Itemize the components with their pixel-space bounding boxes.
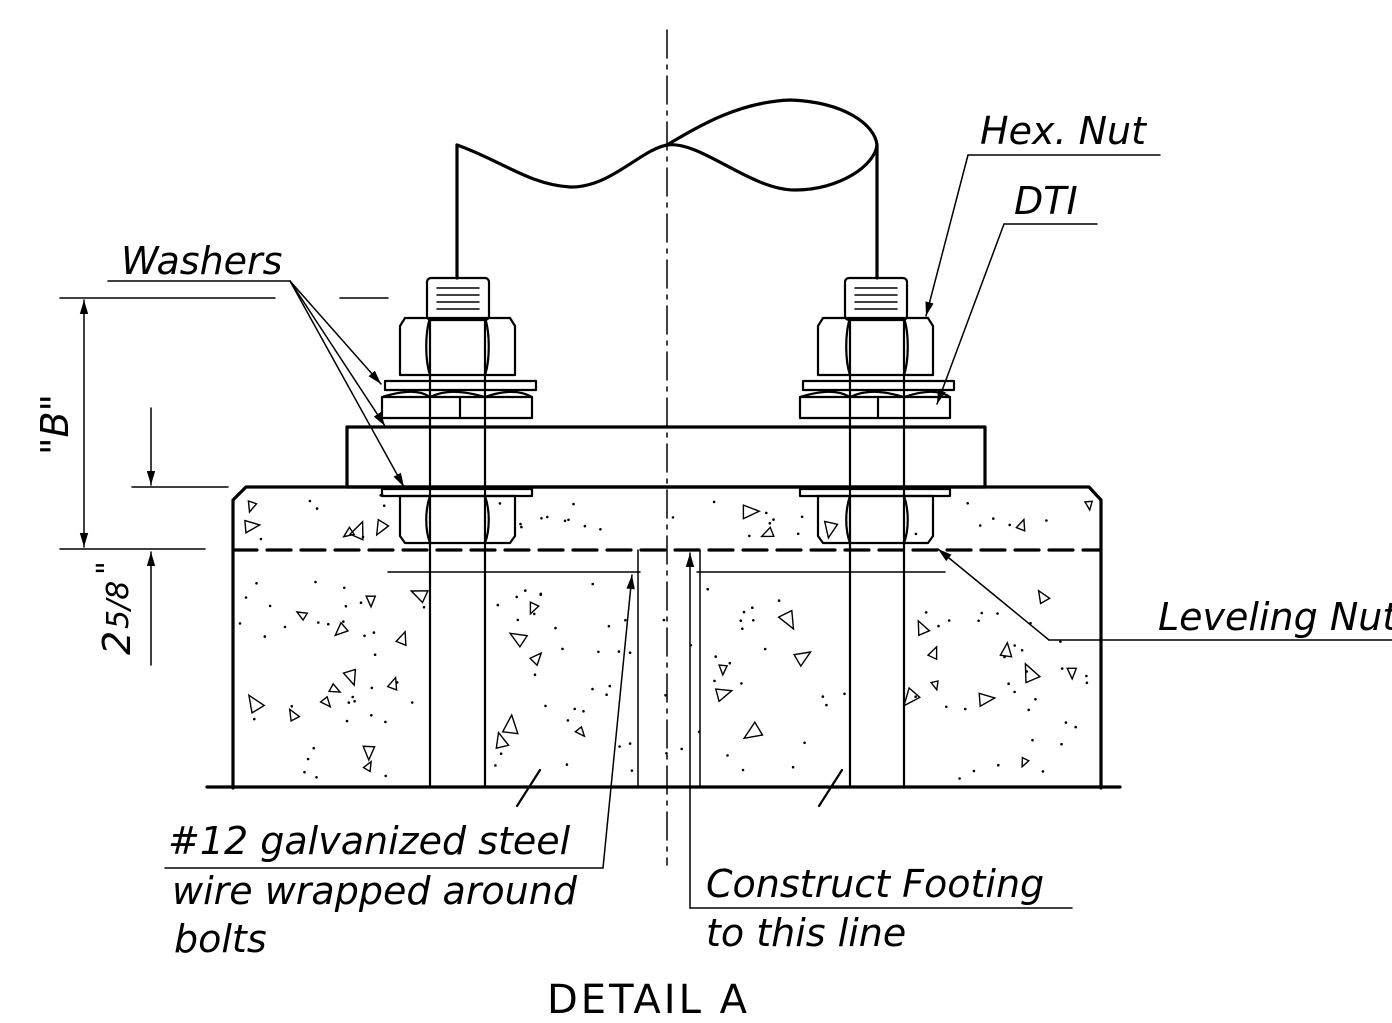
wire-label-line3: bolts	[174, 917, 267, 961]
detail-title: DETAIL A	[547, 977, 750, 1023]
dti-right	[798, 390, 952, 420]
pole	[455, 98, 879, 280]
concrete-aggregate-pattern	[238, 494, 1094, 780]
wire-label-line2: wire wrapped around	[172, 869, 578, 913]
bolt-thread-end	[425, 276, 491, 322]
wire-label-line1: #12 galvanized steel	[168, 819, 571, 863]
leaders	[107, 154, 1392, 909]
svg-text:": "	[91, 561, 126, 575]
svg-text:2: 2	[95, 631, 139, 655]
dti-label: DTI	[1014, 179, 1078, 223]
concrete-footing	[205, 485, 1122, 808]
leveling-nut-right	[816, 494, 935, 545]
washer-top-left	[383, 379, 538, 392]
anchor-bolt-right	[798, 276, 956, 789]
hex-nut-right	[816, 316, 935, 377]
break-mark	[817, 768, 844, 808]
washer-top-right	[801, 379, 956, 392]
anchor-bolt-left	[380, 276, 538, 789]
hex-nut-left	[398, 316, 517, 377]
bolt-thread-end	[843, 276, 909, 322]
break-mark	[515, 768, 542, 808]
footing-label-line1: Construct Footing	[706, 862, 1044, 906]
dim-2-5-8-label: 2 5/8 "	[91, 561, 139, 655]
leveling-nut-label: Leveling Nut	[1158, 595, 1392, 639]
svg-text:5/8: 5/8	[101, 581, 136, 629]
dim-b-label: "B"	[33, 394, 77, 455]
pole-break-line	[455, 98, 879, 192]
washers-label: Washers	[121, 239, 282, 283]
hex-nut-label: Hex. Nut	[980, 109, 1148, 153]
dimensions	[59, 297, 389, 666]
dti-left	[380, 390, 534, 420]
base-plate	[345, 425, 987, 489]
leveling-nut-left	[398, 494, 517, 545]
footing-label-line2: to this line	[706, 911, 906, 955]
